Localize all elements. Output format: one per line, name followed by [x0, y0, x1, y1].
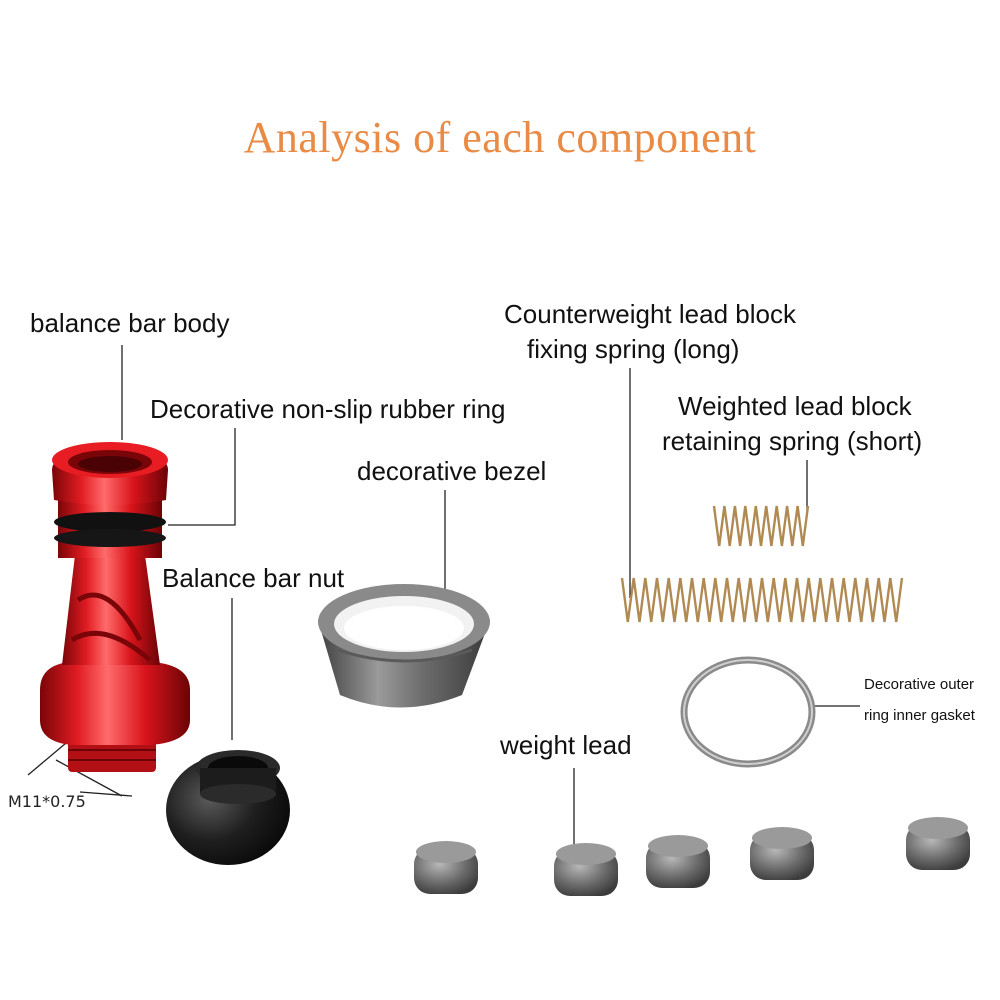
balance-bar-nut — [166, 750, 290, 865]
label-spring-long-line1: Counterweight lead block — [504, 299, 796, 329]
label-balance-bar-nut: Balance bar nut — [162, 563, 345, 593]
weight-lead-piece — [750, 827, 814, 880]
leader-thread-right — [79, 791, 133, 797]
weight-lead-piece — [646, 835, 710, 888]
label-gasket-line2: ring inner gasket — [864, 707, 975, 724]
page-title: Analysis of each component — [243, 113, 757, 162]
label-gasket-line1: Decorative outer — [864, 676, 975, 693]
label-rubber-ring: Decorative non-slip rubber ring — [150, 394, 506, 424]
weight-lead-piece — [906, 817, 970, 870]
label-balance-bar-body: balance bar body — [30, 308, 230, 338]
label-weight-lead: weight lead — [500, 730, 632, 760]
weight-leads — [414, 817, 970, 896]
leader-thread-left — [27, 737, 73, 776]
decorative-gasket — [680, 656, 816, 768]
label-thread-spec: M11*0.75 — [8, 792, 86, 811]
leader-rubber-ring — [168, 428, 236, 526]
decorative-bezel — [318, 584, 490, 708]
label-decorative-bezel: decorative bezel — [357, 456, 547, 486]
weight-lead-piece — [554, 843, 618, 896]
leader-thread-dim — [55, 759, 123, 797]
balance-bar-body — [40, 442, 190, 772]
spring-short — [712, 505, 810, 547]
label-spring-short-line1: Weighted lead block — [678, 391, 912, 421]
label-spring-short-line2: retaining spring (short) — [662, 426, 923, 456]
label-spring-long-line2: fixing spring (long) — [527, 334, 740, 364]
spring-long — [620, 577, 904, 623]
weight-lead-piece — [414, 841, 478, 894]
